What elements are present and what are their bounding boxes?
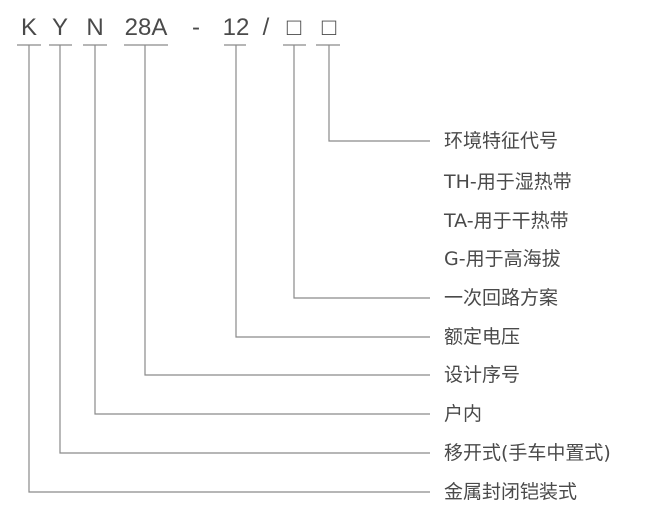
code-box1: □ (286, 14, 302, 41)
label-circuit: 一次回路方案 (444, 287, 559, 309)
line-indoor (94, 45, 430, 415)
label-th: TH-用于湿热带 (444, 171, 572, 193)
line-env (328, 45, 430, 142)
code-k: K (20, 14, 38, 41)
label-ta: TA-用于干热带 (444, 210, 569, 232)
code-design: 28A (124, 14, 168, 41)
label-withdrawable: 移开式(手车中置式) (444, 442, 611, 464)
line-circuit (293, 45, 430, 299)
line-withdrawable (59, 45, 430, 454)
label-g: G-用于高海拔 (444, 248, 561, 270)
line-design (144, 45, 430, 376)
line-metal (28, 45, 430, 493)
code-voltage: 12 (222, 14, 250, 41)
code-y: Y (51, 14, 69, 41)
label-voltage: 额定电压 (444, 326, 521, 348)
label-env: 环境特征代号 (444, 130, 559, 152)
code-box2: □ (321, 14, 337, 41)
code-n: N (86, 14, 104, 41)
line-voltage (235, 45, 430, 338)
code-slash: / (262, 14, 270, 41)
label-indoor: 户内 (444, 403, 483, 425)
code-dash: - (192, 14, 200, 41)
label-design: 设计序号 (444, 364, 521, 386)
label-metal: 金属封闭铠装式 (444, 481, 578, 503)
